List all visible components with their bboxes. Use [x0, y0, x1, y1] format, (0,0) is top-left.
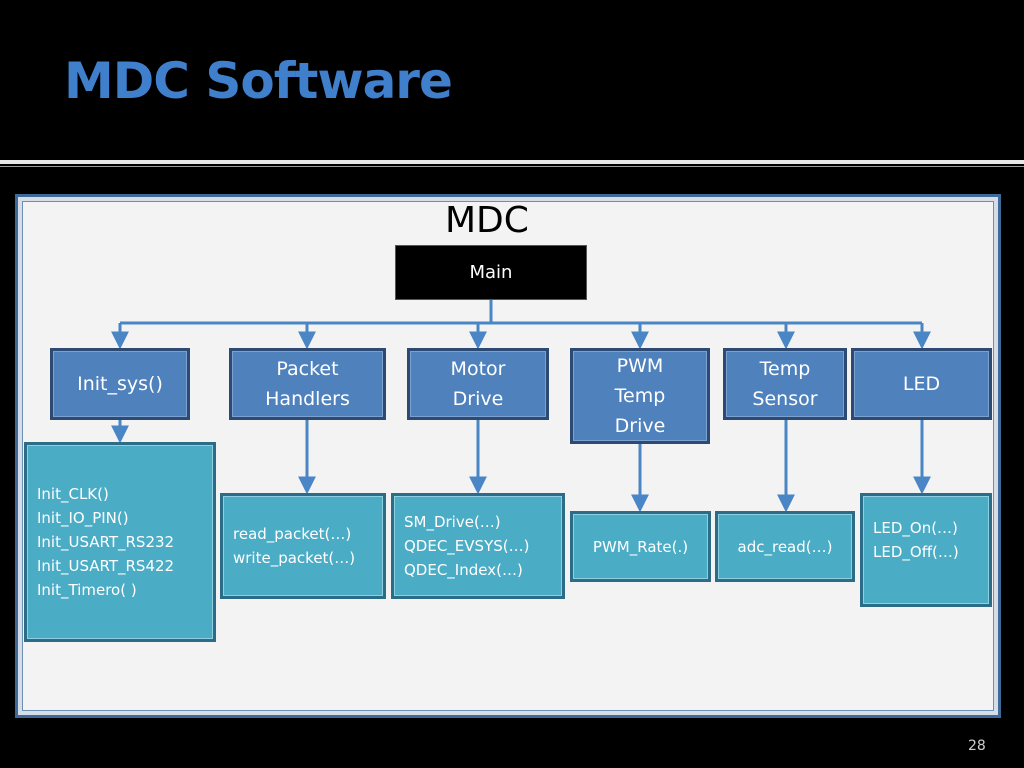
module-label-line: Temp: [614, 385, 666, 407]
function-name: adc_read(…): [737, 537, 833, 556]
page-number: 28: [968, 738, 986, 754]
module-label-line: Motor: [450, 358, 506, 380]
function-name: read_packet(…): [233, 525, 352, 543]
module-label-line: PWM: [616, 355, 664, 377]
function-name: Init_Timero( ): [37, 581, 137, 599]
function-name: Init_CLK(): [37, 485, 109, 503]
slide-title: MDC Software: [64, 52, 453, 110]
functions-led: LED_On(…) LED_Off(…): [860, 493, 992, 607]
header-divider: [0, 160, 1024, 164]
module-label-line: Packet: [276, 358, 339, 380]
module-label-line: Handlers: [265, 388, 350, 410]
function-name: SM_Drive(…): [404, 513, 501, 531]
functions-packet-handlers: read_packet(…) write_packet(…): [220, 493, 386, 599]
main-node-label: Main: [469, 262, 513, 283]
module-motor-drive: Motor Drive: [407, 348, 549, 420]
slide-header: MDC Software: [0, 0, 1024, 158]
module-label-line: Sensor: [752, 388, 818, 410]
function-name: Init_USART_RS422: [37, 557, 175, 575]
module-label-line: Init_sys(): [77, 373, 163, 395]
module-led: LED: [851, 348, 992, 420]
module-pwm-temp-drive: PWM Temp Drive: [570, 348, 710, 444]
module-packet-handlers: Packet Handlers: [229, 348, 386, 420]
module-label-line: Drive: [452, 388, 504, 410]
functions-pwm-temp-drive: PWM_Rate(.): [570, 511, 711, 582]
module-label-line: LED: [902, 373, 941, 395]
main-node: Main: [395, 245, 587, 300]
function-name: Init_IO_PIN(): [37, 509, 129, 527]
function-name: QDEC_EVSYS(…): [404, 537, 530, 555]
diagram-label: MDC: [445, 200, 529, 241]
functions-temp-sensor: adc_read(…): [715, 511, 855, 582]
function-name: Init_USART_RS232: [37, 533, 175, 551]
functions-init-sys: Init_CLK() Init_IO_PIN() Init_USART_RS23…: [24, 442, 216, 642]
functions-motor-drive: SM_Drive(…) QDEC_EVSYS(…) QDEC_Index(…): [391, 493, 565, 599]
module-label-line: Drive: [614, 415, 666, 437]
function-name: QDEC_Index(…): [404, 561, 523, 579]
function-name: LED_On(…): [873, 519, 958, 537]
module-label-line: Temp: [759, 358, 811, 380]
function-name: write_packet(…): [233, 549, 356, 567]
header-divider-thin: [0, 166, 1024, 167]
module-init-sys: Init_sys(): [50, 348, 190, 420]
module-temp-sensor: Temp Sensor: [723, 348, 847, 420]
function-name: PWM_Rate(.): [592, 537, 689, 556]
function-name: LED_Off(…): [873, 543, 959, 561]
